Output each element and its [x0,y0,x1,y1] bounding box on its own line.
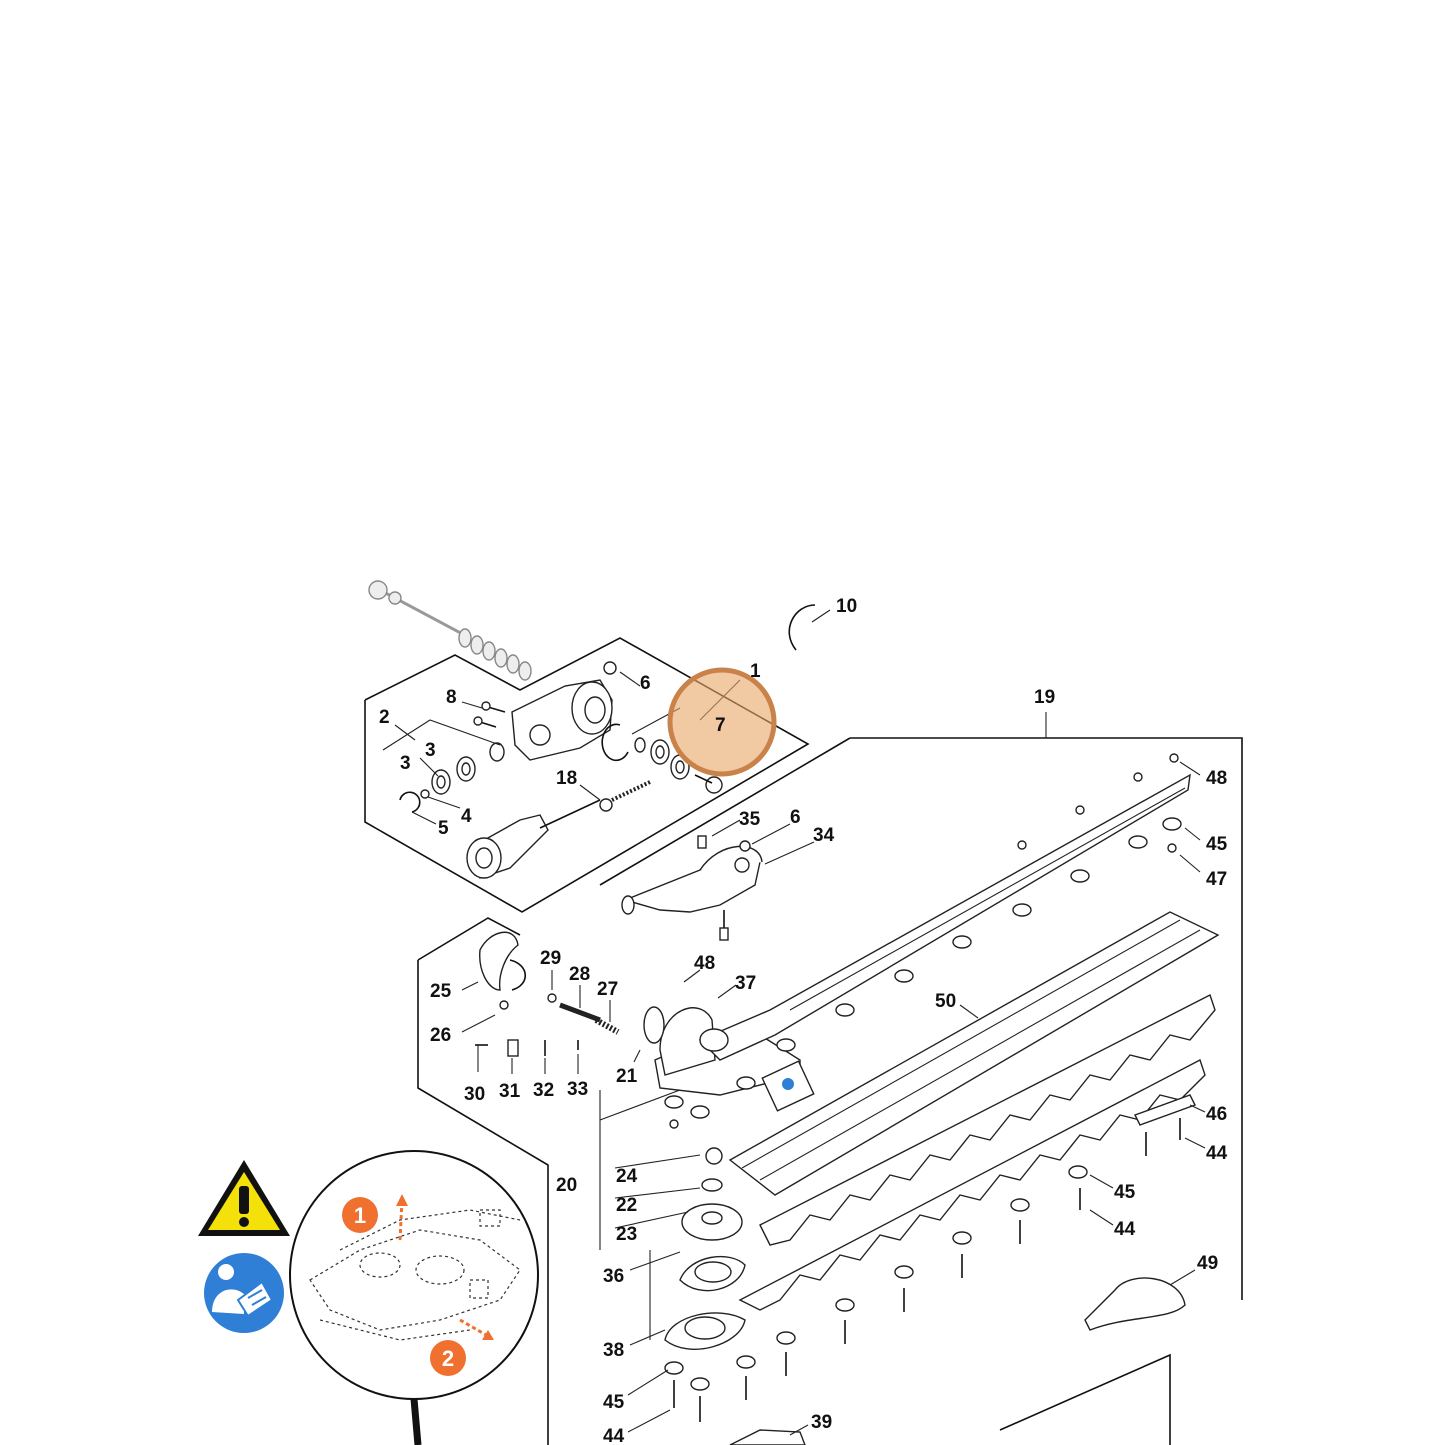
label-30: 30 [464,1084,485,1105]
label-44a: 44 [1206,1143,1228,1164]
label-29: 29 [540,948,561,969]
label-21: 21 [616,1066,638,1087]
label-38: 38 [603,1340,624,1361]
label-44b: 44 [1114,1219,1136,1240]
label-49: 49 [1197,1253,1218,1274]
label-27: 27 [597,979,618,1000]
step-1-text: 1 [354,1203,366,1228]
label-5: 5 [438,818,449,839]
label-34: 34 [813,825,835,846]
screw-set [673,1118,1181,1422]
read-manual-icon [204,1253,284,1333]
label-28: 28 [569,964,590,985]
detail-inset [289,1150,539,1445]
label-45a: 45 [1206,834,1228,855]
pinion-parts [399,742,505,813]
label-6b: 6 [790,807,801,828]
label-31: 31 [499,1081,521,1102]
label-23: 23 [616,1224,637,1245]
label-25: 25 [430,981,452,1002]
label-45c: 45 [603,1392,625,1413]
label-18: 18 [556,768,577,789]
fastener-group [417,917,620,1445]
gearbox-group [364,580,831,913]
highlight-ring [667,667,777,777]
label-33: 33 [567,1079,588,1100]
drive-shaft-part [368,580,532,681]
clip-10-part [788,604,816,651]
label-37: 37 [735,973,756,994]
bolt-8-part [473,701,506,728]
label-8: 8 [446,687,457,708]
blade-group [599,712,1243,1445]
label-48a: 48 [1206,768,1227,789]
label-24: 24 [616,1166,638,1187]
label-10: 10 [836,596,857,617]
label-20: 20 [556,1175,577,1196]
label-48b: 48 [694,953,715,974]
label-1: 1 [750,661,761,682]
label-35: 35 [739,809,761,830]
label-45b: 45 [1114,1182,1136,1203]
label-3a: 3 [425,740,436,761]
label-2: 2 [379,707,390,728]
handle-34-part [621,819,815,941]
step-2-badge: 2 [430,1340,466,1376]
label-7: 7 [715,715,726,736]
gear-housing-part [511,661,617,761]
label-47: 47 [1206,869,1227,890]
label-3b: 3 [400,753,411,774]
label-44c: 44 [603,1426,625,1445]
bearing-parts [601,723,723,794]
washer-set [664,753,1182,1391]
label-32: 32 [533,1080,554,1101]
shaft-18-part [466,780,651,879]
label-26: 26 [430,1025,451,1046]
step-2-text: 2 [442,1346,454,1371]
label-50: 50 [935,991,956,1012]
label-39: 39 [811,1412,832,1433]
label-36: 36 [603,1266,624,1287]
label-22: 22 [616,1195,637,1216]
step-1-badge: 1 [342,1197,378,1233]
label-6a: 6 [640,673,651,694]
label-4: 4 [461,806,472,827]
label-46: 46 [1206,1104,1227,1125]
label-19: 19 [1034,687,1055,708]
warning-triangle-icon [198,1160,290,1236]
callout-labels: 1 2 3 3 4 5 6 6 7 8 10 18 19 20 21 22 23… [379,596,1228,1445]
